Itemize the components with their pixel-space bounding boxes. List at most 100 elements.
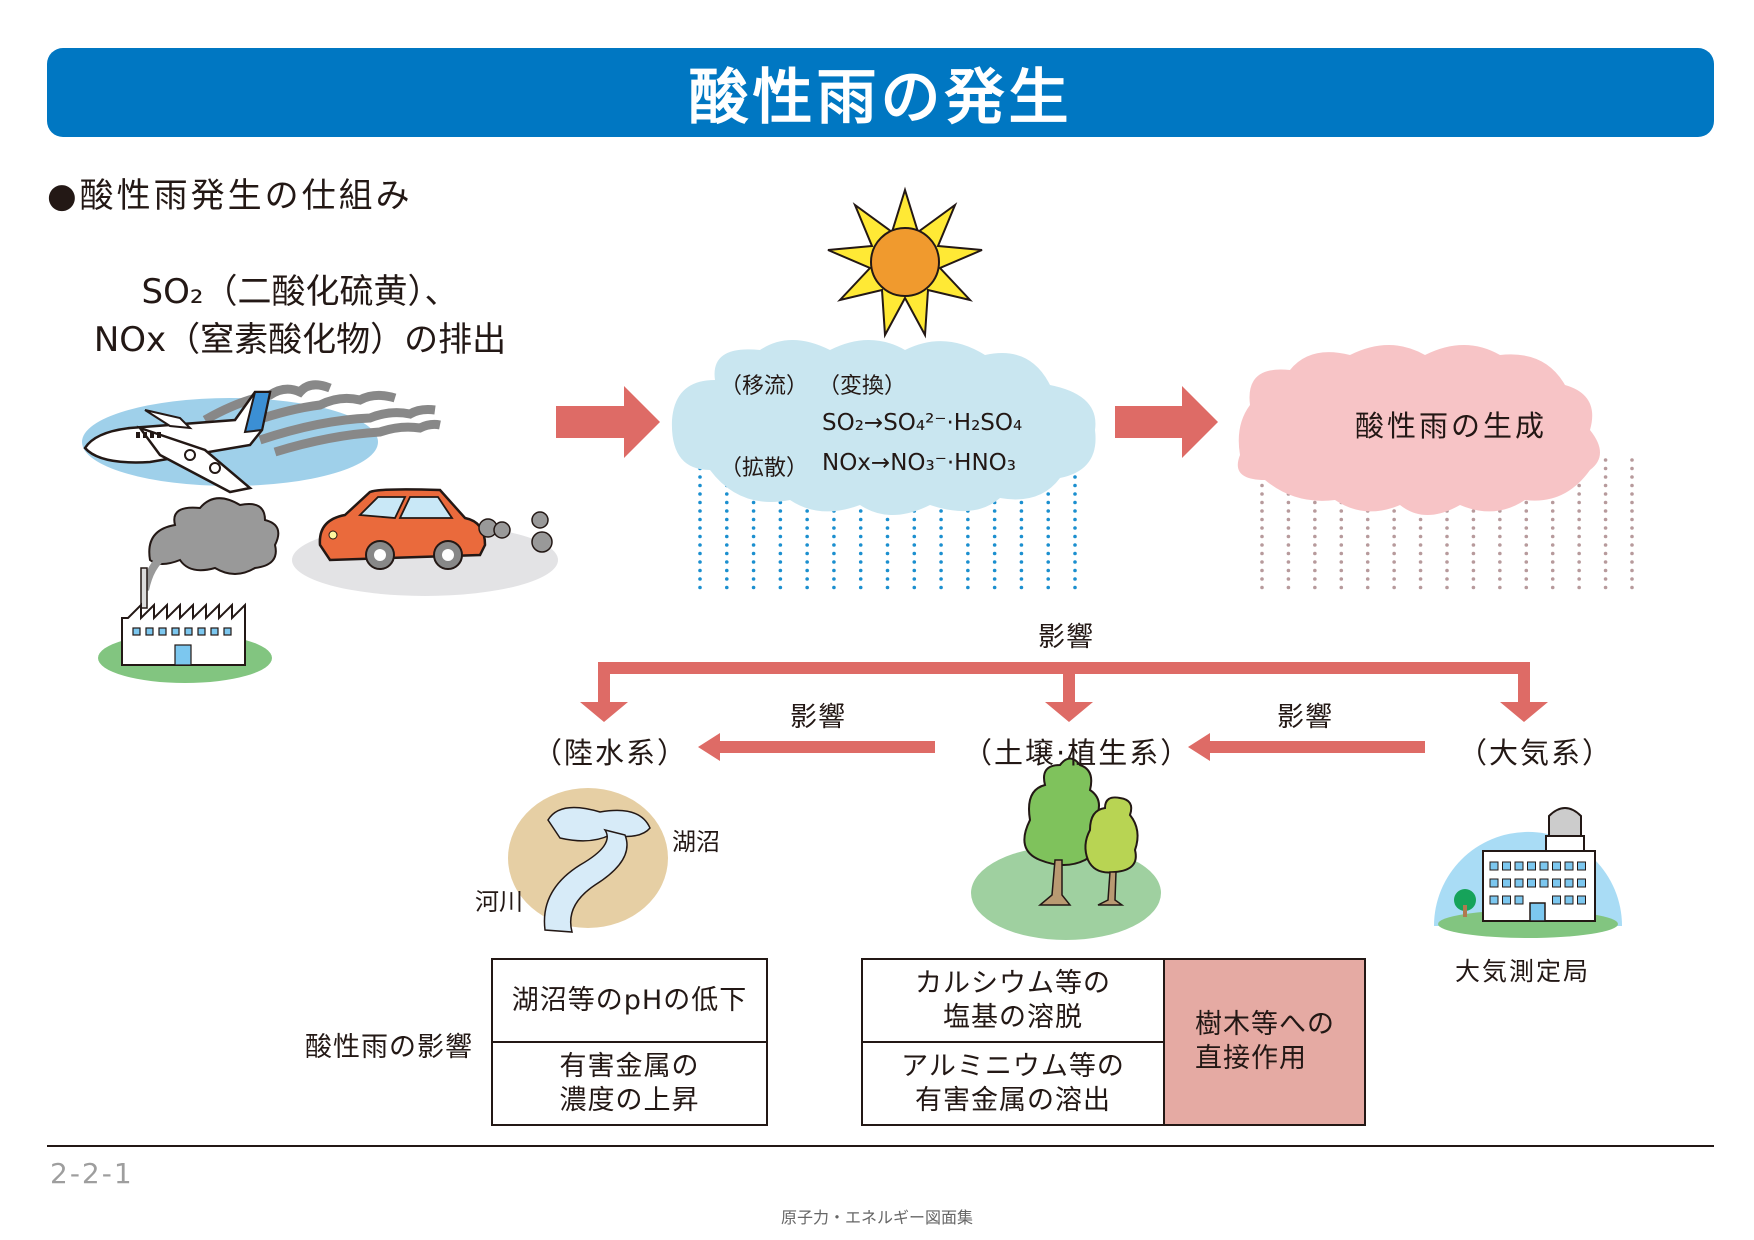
effect-aluminum-leaching: アルミニウム等の 有害金属の溶出 [861,1041,1165,1126]
window [1489,861,1499,871]
rain-drop [1286,500,1291,505]
rain-drop [805,551,809,556]
rain-drop [1577,483,1581,488]
rain-drop [939,568,943,573]
window [1514,895,1524,905]
title-bar: 酸性雨の発生 [47,48,1714,137]
influence-branch-arrows [580,662,1548,761]
rain-drop [1313,500,1317,505]
observatory-icon [1433,807,1622,938]
reaction-so2: SO₂→SO₄²⁻·H₂SO₄ [822,410,1023,436]
rain-drop [858,509,863,513]
rain-drop [858,517,863,522]
rain-drop [1603,458,1608,462]
rain-drop [858,534,863,539]
rain-drop [1046,560,1051,564]
rain-drop [1019,577,1024,581]
rain-drop [1365,543,1370,547]
rain-drop [832,577,836,581]
rain-drop [1260,483,1264,488]
arrow-to-cloud [556,386,660,458]
rain-drop [1630,517,1634,522]
rain-drop [751,543,756,547]
rain-drop [1313,534,1317,539]
rain-drop [1392,551,1396,556]
rain-drop [1603,500,1608,505]
rain-drop [1339,577,1344,581]
rain-drop [1339,585,1344,590]
rain-drop [724,585,729,590]
rain-drop [1630,534,1634,539]
rain-drop [1603,534,1608,539]
rain-drop [1073,534,1077,539]
rain-drop [1630,483,1634,488]
rain-drop [912,585,917,590]
rain-drop [966,534,970,539]
rain-drop [1073,500,1077,505]
rain-drop [724,492,729,496]
rain-drop [1313,568,1317,573]
rain-drop [751,577,756,581]
rain-drop [1313,577,1317,581]
lake-label: 湖沼 [672,828,720,856]
rain-drop [992,577,997,581]
rain-drop [698,492,702,496]
rain-drop [1073,568,1077,573]
rain-drop [912,534,917,539]
rain-drop [1073,517,1077,522]
rain-drop [1577,551,1581,556]
rain-drop [966,568,970,573]
inland-water-effects-table: 湖沼等のpHの低下 有害金属の 濃度の上昇 [491,958,768,1126]
rain-drop [832,585,836,590]
rain-drop [939,585,943,590]
rain-drop [1313,517,1317,522]
rain-drop [1630,475,1634,479]
rain-drop [1286,526,1291,530]
rain-drop [1019,551,1024,556]
influence-label-left: 影響 [790,702,846,733]
rain-drop [1524,560,1529,564]
rain-drop [698,517,702,522]
rain-drop [1365,577,1370,581]
rain-drop [1019,543,1024,547]
rain-drop [1260,585,1264,590]
rain-drop [778,577,783,581]
rain-drop [1339,534,1344,539]
rain-drop [1603,543,1608,547]
rain-drop [1550,560,1555,564]
system-soil-vegetation: （土壌·植生系） [963,736,1192,770]
rain-drop [1392,543,1396,547]
rain-drop [1577,509,1581,513]
rain-drop [939,551,943,556]
rain-drop [939,509,943,513]
rain-drop [1577,560,1581,564]
rain-drop [1019,526,1024,530]
rain-drop [1550,500,1555,505]
rain-drop [724,500,729,505]
rain-drop [1498,543,1502,547]
rain-drop [1365,517,1370,522]
rain-drop [1630,492,1634,496]
rain-drop [1471,534,1476,539]
rain-drop [1630,577,1634,581]
rain-drop [1339,509,1344,513]
window [1539,861,1549,871]
rain-drop [751,560,756,564]
rain-drop [832,517,836,522]
rain-drop [1418,560,1423,564]
window [1577,861,1586,871]
window [1527,878,1536,888]
rain-drop [1313,560,1317,564]
rain-drop [1498,577,1502,581]
rain-drop [1577,492,1581,496]
rain-drop [1073,475,1077,479]
rain-drop [1073,560,1077,564]
rain-drop [1524,500,1529,505]
rain-drop [1445,577,1449,581]
rain-drop [885,585,890,590]
rain-drop [1445,534,1449,539]
rain-drop [1046,492,1051,496]
rain-drop [1603,551,1608,556]
rain-drop [1392,560,1396,564]
